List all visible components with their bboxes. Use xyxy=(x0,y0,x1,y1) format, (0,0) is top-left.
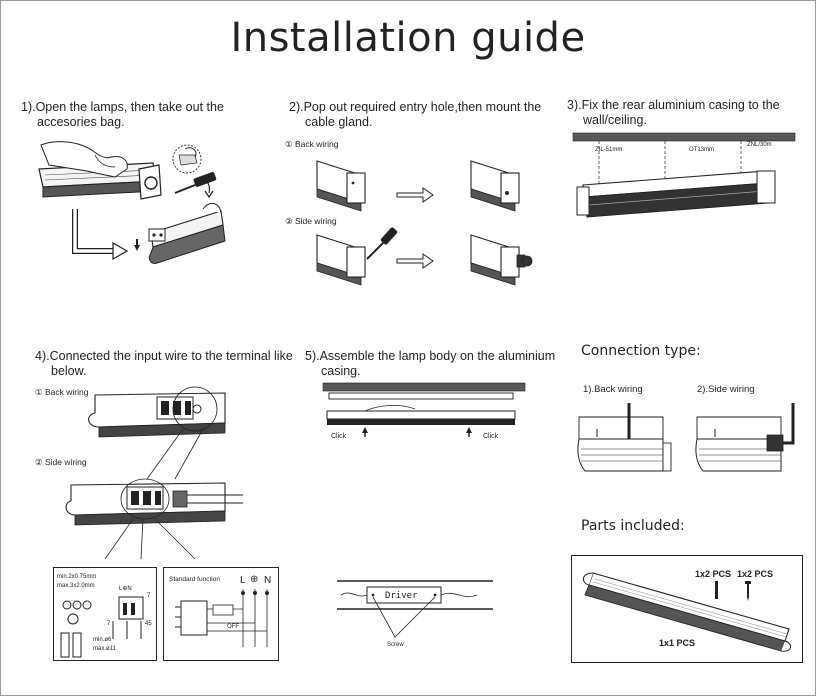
connection-side-wiring-illustration xyxy=(695,403,795,472)
terminal-label-earth: ⊕ xyxy=(250,574,259,585)
step-4-back-wiring-label: ① Back wiring xyxy=(35,387,88,398)
parts-qty-screw: 1x2 PCS xyxy=(737,569,774,579)
step-4-text: 4).Connected the input wire to the termi… xyxy=(35,349,293,379)
step-2-side-wiring-label: ② Side wiring xyxy=(285,216,337,227)
step-1-text: 1).Open the lamps, then take out the acc… xyxy=(21,100,224,130)
cable-spec-min: min.ø6 xyxy=(93,637,112,643)
back-wiring-text: Back wiring xyxy=(295,139,339,149)
click-label-right: Click xyxy=(483,433,499,440)
page-title: Installation guide xyxy=(230,15,586,61)
dimension-label-c: ZNL/30m xyxy=(747,142,772,148)
step-3-text: 3).Fix the rear aluminium casing to the … xyxy=(567,98,780,128)
dimension-label-a: ZIL-51mm xyxy=(595,147,623,153)
step-4-terminal-illustration xyxy=(65,386,243,560)
circled-one: ① xyxy=(35,387,43,397)
wire-spec-min: min.2x0.75mm xyxy=(57,574,97,580)
dimension-7a: 7 xyxy=(147,593,151,599)
circled-one: ① xyxy=(285,139,293,149)
step-2-line-1: 2).Pop out required entry hole,then moun… xyxy=(289,100,542,114)
driver-label: Driver xyxy=(385,591,418,601)
step-3-line-2: wall/ceiling. xyxy=(583,113,647,127)
step-3-illustration xyxy=(572,132,796,218)
circled-two: ② xyxy=(35,457,43,467)
connection-side-wiring-label: 2).Side wiring xyxy=(697,384,755,395)
standard-function-label: Standard function xyxy=(169,576,220,583)
step-4-side-wiring-label: ② Side wiring xyxy=(35,457,87,468)
step-3-line-1: 3).Fix the rear aluminium casing to the xyxy=(567,98,780,112)
standard-function-box xyxy=(163,567,279,661)
dimension-7b: 7 xyxy=(107,621,111,627)
screw-label: Screw xyxy=(387,642,404,648)
step-5-line-1: 5).Assemble the lamp body on the alumini… xyxy=(305,349,556,363)
parts-included-box xyxy=(571,555,803,663)
connection-back-wiring-label: 1).Back wiring xyxy=(583,384,643,395)
step-4-line-1: 4).Connected the input wire to the termi… xyxy=(35,349,293,363)
terminal-spec-box xyxy=(53,567,157,661)
circled-two: ② xyxy=(285,216,293,226)
step-5-line-2: casing. xyxy=(321,364,361,378)
dimension-45: 45 xyxy=(145,621,152,627)
parts-qty-lamp: 1x1 PCS xyxy=(659,638,696,648)
dimension-label-b: OT13mm xyxy=(689,147,715,153)
parts-included-header: Parts included: xyxy=(581,518,685,534)
step-1-line-2: accesories bag. xyxy=(37,115,125,129)
terminal-label-N: N xyxy=(264,575,272,586)
step-5-text: 5).Assemble the lamp body on the alumini… xyxy=(305,349,555,379)
click-label-left: Click xyxy=(331,433,347,440)
step-1-illustration xyxy=(38,141,226,264)
switch-off-label: OFF xyxy=(227,624,239,630)
parts-qty-anchor: 1x2 PCS xyxy=(695,569,732,579)
step-2-back-wiring-label: ① Back wiring xyxy=(285,139,338,150)
step-5-illustration xyxy=(322,382,526,437)
driver-illustration xyxy=(337,580,493,638)
step-2-illustration xyxy=(316,160,533,286)
cable-spec-max: max.ø11 xyxy=(93,646,116,652)
back-wiring-text: Back wiring xyxy=(45,387,89,397)
step-2-text: 2).Pop out required entry hole,then moun… xyxy=(289,100,541,130)
side-wiring-text: Side wiring xyxy=(295,216,337,226)
side-wiring-text: Side wiring xyxy=(45,457,87,467)
step-2-line-2: cable gland. xyxy=(305,115,373,129)
connection-back-wiring-illustration xyxy=(577,403,672,472)
terminal-label-L: L xyxy=(240,575,246,586)
wire-spec-max: max.3x2.0mm xyxy=(57,583,95,589)
step-4-line-2: below. xyxy=(51,364,87,378)
terminal-letters: L⊕N xyxy=(119,586,132,592)
connection-type-header: Connection type: xyxy=(581,343,701,359)
step-1-line-1: 1).Open the lamps, then take out the xyxy=(21,100,224,114)
